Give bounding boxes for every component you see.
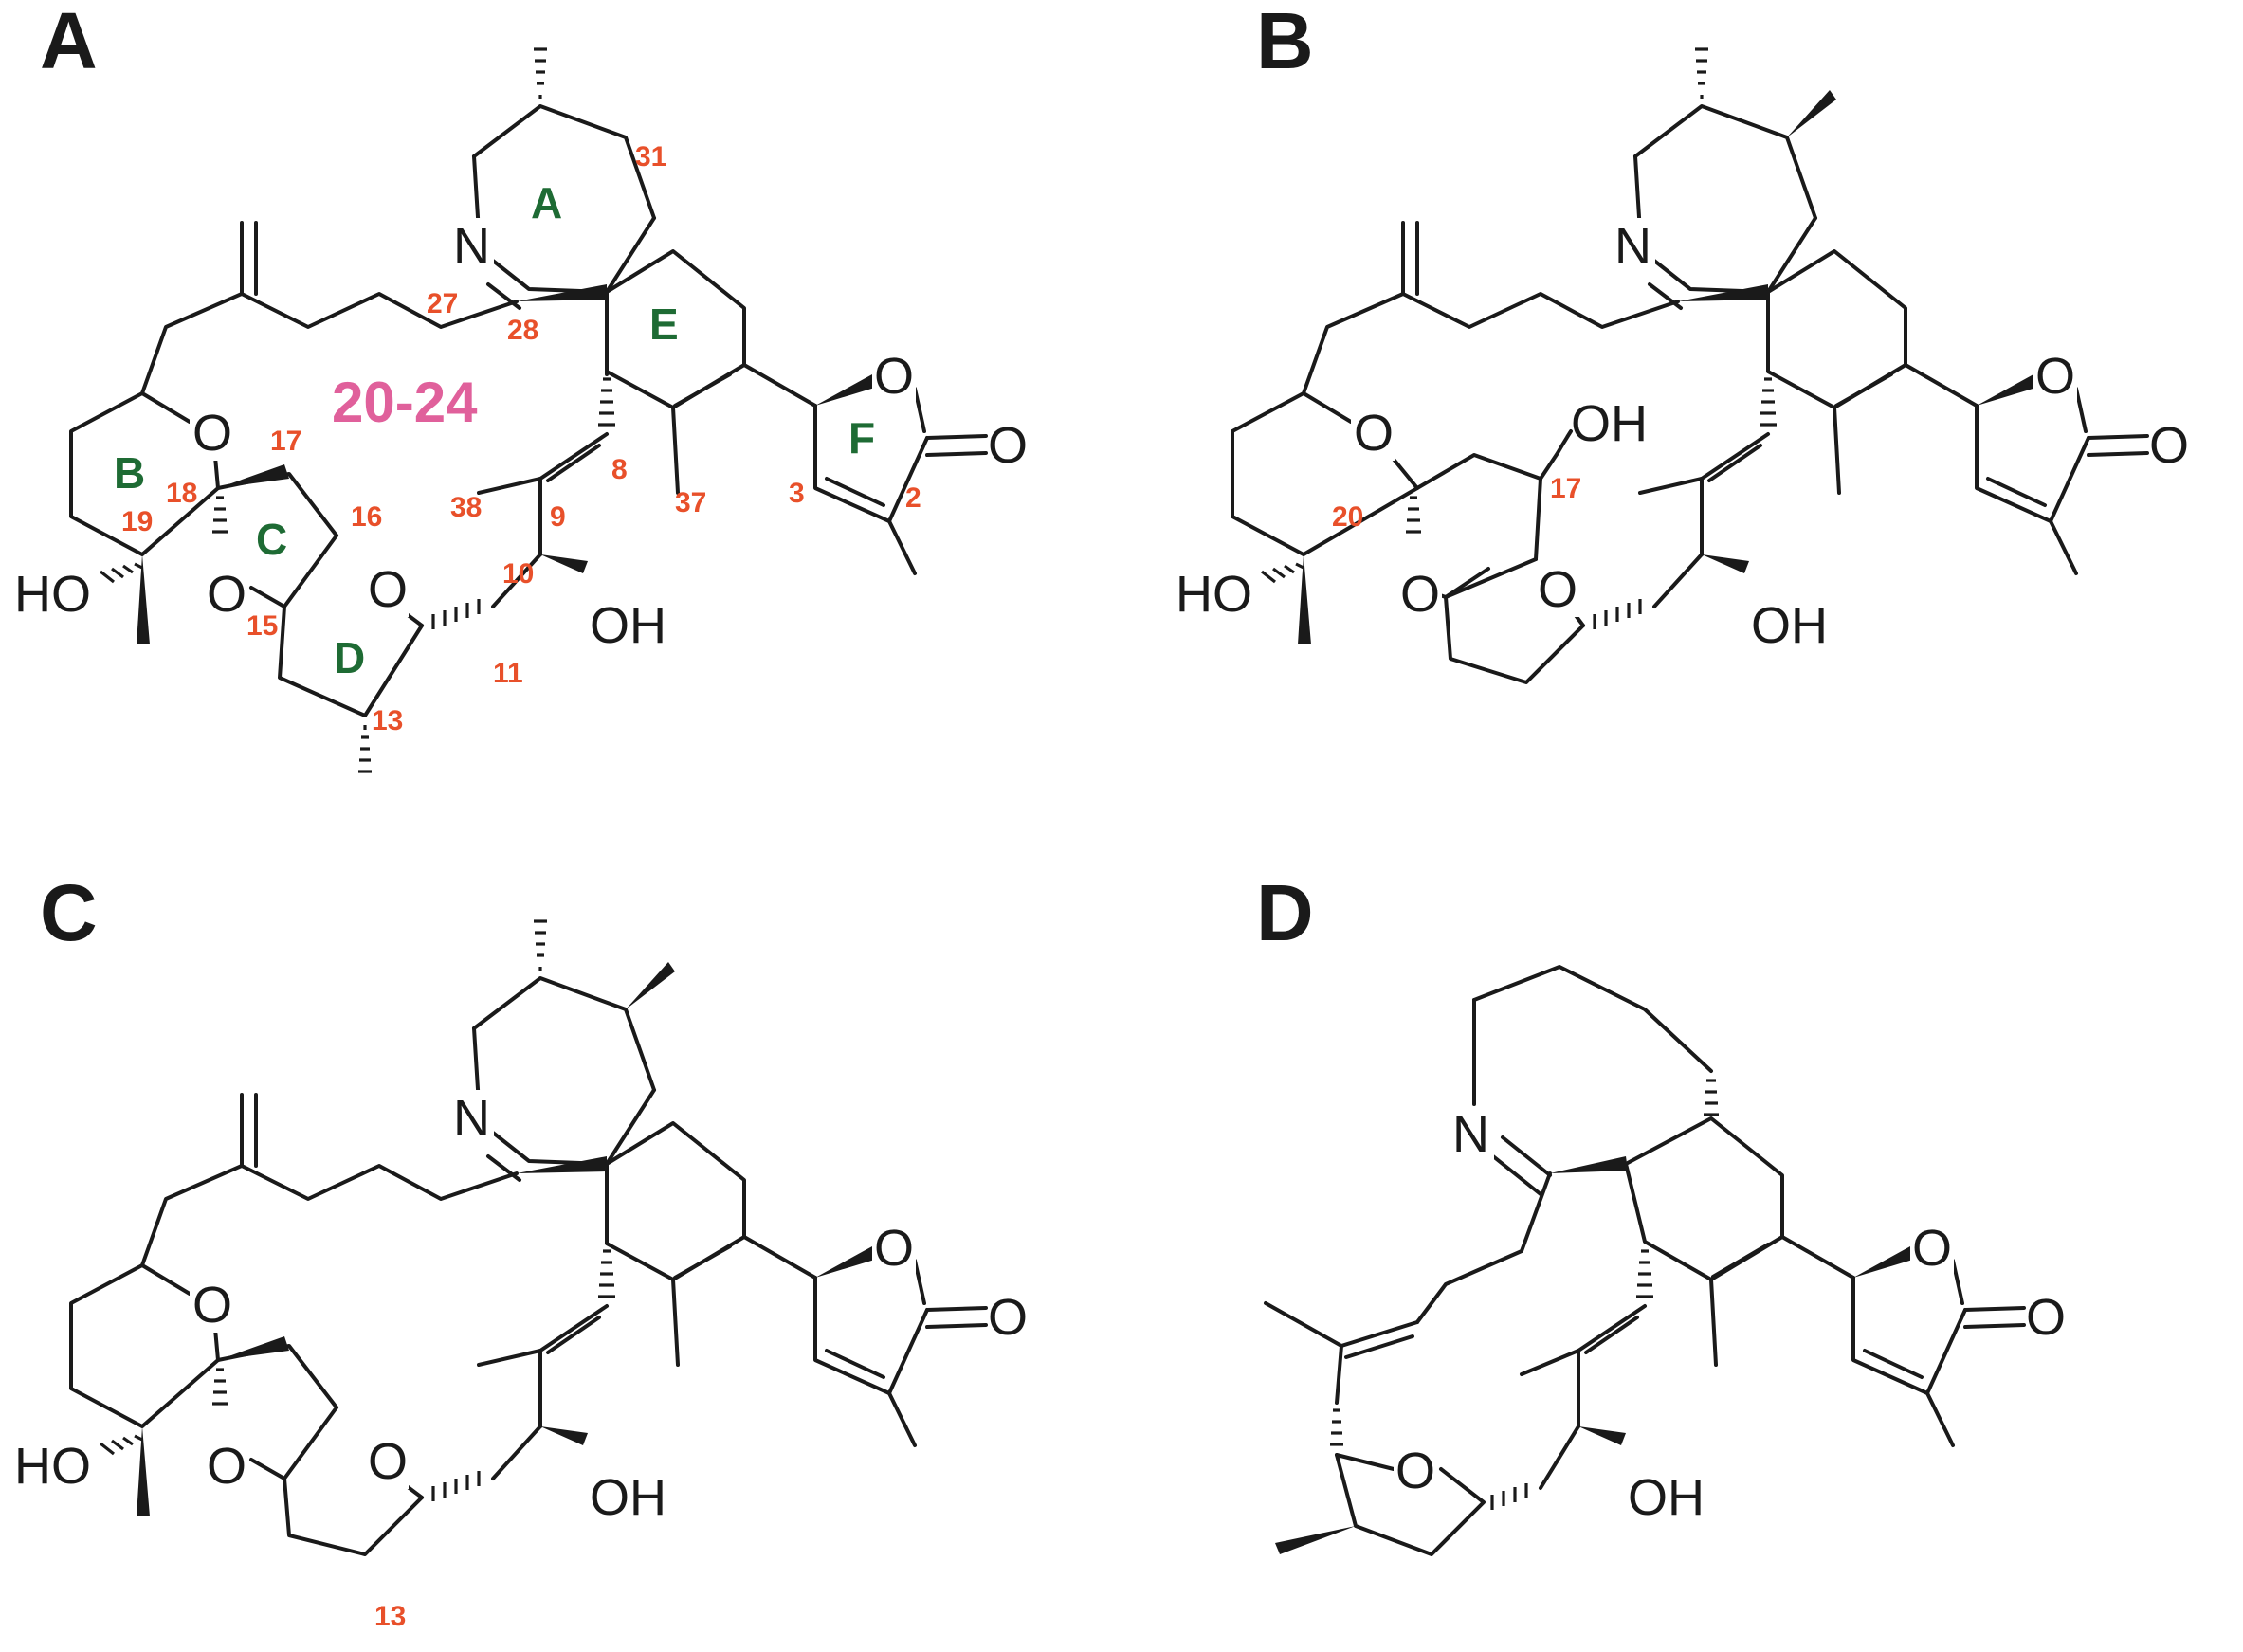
panel-a-lactone-oxygen: O bbox=[874, 348, 914, 405]
panel-a-ring-c-oxygen: O bbox=[207, 566, 246, 623]
panel-b-hydroxyl-right: OH bbox=[1751, 597, 1828, 654]
panel-b-letter: B bbox=[1256, 0, 1314, 85]
panel-c-nitrogen: N bbox=[453, 1090, 490, 1147]
panel-c-pyran-oxygen: O bbox=[192, 1277, 232, 1334]
panel-b-hydroxyl-c17: OH bbox=[1571, 395, 1648, 452]
panel-b-spiro-oxygen: O bbox=[1400, 566, 1440, 623]
panel-a-ring-label-b: B bbox=[114, 448, 145, 498]
panel-c-hydroxyl-right: OH bbox=[590, 1469, 666, 1526]
panel-a-num-3: 3 bbox=[789, 478, 805, 509]
panel-d-thf-oxygen: O bbox=[1395, 1443, 1435, 1499]
panel-d-carbonyl-oxygen: O bbox=[2026, 1289, 2066, 1346]
panel-a-num-27: 27 bbox=[427, 288, 458, 319]
panel-a-num-28: 28 bbox=[507, 315, 538, 346]
panel-a-num-13: 13 bbox=[372, 705, 403, 736]
panel-a-ring-label-f: F bbox=[848, 413, 875, 463]
panel-a-num-2: 2 bbox=[905, 482, 921, 514]
panel-a-num-31: 31 bbox=[635, 141, 666, 172]
panel-b-lactone-oxygen: O bbox=[2035, 348, 2075, 405]
panel-d-lactone-oxygen: O bbox=[1912, 1220, 1952, 1277]
panel-d-hydroxyl: OH bbox=[1628, 1469, 1705, 1526]
panel-a-num-16: 16 bbox=[351, 501, 382, 533]
panel-d-nitrogen: N bbox=[1452, 1106, 1489, 1163]
panel-c-ring-d-oxygen: O bbox=[368, 1433, 408, 1490]
panel-a-nitrogen: N bbox=[453, 218, 490, 275]
panel-d-structure: D bbox=[1256, 868, 2066, 1556]
panel-b-pyran-oxygen: O bbox=[1354, 405, 1394, 462]
panel-a-structure: A bbox=[14, 0, 1028, 773]
panel-a-ring-d-oxygen: O bbox=[368, 561, 408, 618]
panel-a-num-19: 19 bbox=[121, 506, 153, 537]
panel-a-num-9: 9 bbox=[550, 501, 566, 533]
panel-a-num-18: 18 bbox=[166, 478, 197, 509]
panel-b-structure: B bbox=[1176, 0, 2189, 684]
panel-d-letter: D bbox=[1256, 868, 1314, 957]
panel-a-num-17: 17 bbox=[270, 426, 301, 457]
panel-b-num-20: 20 bbox=[1332, 501, 1363, 533]
panel-a-num-8: 8 bbox=[611, 454, 628, 485]
panel-a-num-11: 11 bbox=[493, 658, 523, 689]
panel-a-hydroxyl-left: HO bbox=[14, 566, 91, 623]
panel-c-hydroxyl-left: HO bbox=[14, 1438, 91, 1495]
panel-a-num-10: 10 bbox=[502, 558, 534, 590]
panel-a-ring-label-e: E bbox=[649, 300, 679, 349]
panel-a-ring-label-a: A bbox=[531, 178, 562, 227]
panel-b-hydroxyl-left: HO bbox=[1176, 566, 1252, 623]
panel-a-letter: A bbox=[40, 0, 98, 85]
panel-a-hydroxyl-right: OH bbox=[590, 597, 666, 654]
panel-a-pyran-oxygen: O bbox=[192, 405, 232, 462]
panel-c-ring-c-oxygen: O bbox=[207, 1438, 246, 1495]
panel-a-num-38: 38 bbox=[450, 492, 482, 523]
panel-c-letter: C bbox=[40, 868, 98, 957]
panel-a-carbonyl-oxygen: O bbox=[988, 417, 1028, 474]
panel-a-compound-range-label: 20-24 bbox=[332, 371, 478, 434]
panel-b-carbonyl-oxygen: O bbox=[2149, 417, 2189, 474]
panel-c-num-13: 13 bbox=[374, 1601, 406, 1632]
panel-a-ring-label-c: C bbox=[256, 515, 287, 564]
panel-c-lactone-oxygen: O bbox=[874, 1220, 914, 1277]
panel-b-num-17: 17 bbox=[1550, 473, 1581, 504]
panel-b-nitrogen: N bbox=[1614, 218, 1651, 275]
panel-a-num-15: 15 bbox=[246, 610, 278, 642]
panel-a-num-37: 37 bbox=[675, 487, 706, 518]
panel-b-thf-oxygen: O bbox=[1538, 561, 1577, 618]
panel-a-ring-label-d: D bbox=[334, 633, 365, 682]
panel-c-structure: C bbox=[14, 868, 1028, 1632]
panel-c-carbonyl-oxygen: O bbox=[988, 1289, 1028, 1346]
